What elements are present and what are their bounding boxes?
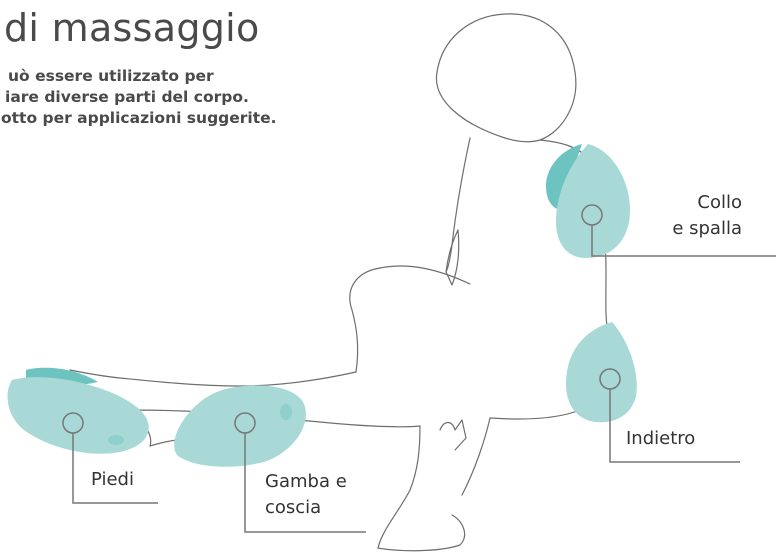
pad-back-icon bbox=[566, 322, 637, 423]
foot-outline bbox=[377, 514, 466, 552]
neck-leader-line bbox=[591, 225, 776, 257]
leg-label-line: coscia bbox=[265, 497, 322, 518]
intro-line: iare diverse parti del corpo. bbox=[5, 88, 249, 106]
hand-outline bbox=[439, 419, 467, 451]
pad-neck-back-icon bbox=[546, 144, 582, 210]
neck-shoulder-label: Collo e spalla bbox=[668, 190, 742, 242]
pad-leg-icon bbox=[174, 385, 306, 467]
feet-leader-line bbox=[72, 433, 158, 504]
thigh-outline bbox=[379, 265, 471, 285]
calf-outline bbox=[461, 417, 491, 496]
neck-label-line: Collo bbox=[697, 192, 742, 213]
leg-top-outline bbox=[69, 369, 357, 387]
pad-leg-dot-icon bbox=[280, 404, 292, 420]
head-outline bbox=[435, 13, 577, 143]
intro-line: otto per applicazioni suggerite. bbox=[1, 109, 277, 127]
shin-outline bbox=[377, 425, 421, 549]
intro-text: uò essere utilizzato per iare diverse pa… bbox=[0, 66, 277, 129]
leg-leader-line bbox=[244, 433, 366, 533]
leg-label-line: Gamba e bbox=[265, 471, 347, 492]
pad-feet-dot-icon bbox=[108, 435, 124, 445]
back-leader-line bbox=[609, 389, 740, 463]
markers bbox=[62, 204, 776, 533]
page-title: di massaggio bbox=[4, 6, 260, 50]
intro-line: uò essere utilizzato per bbox=[8, 67, 214, 85]
knee-outline bbox=[349, 267, 381, 373]
leg-thigh-label: Gamba e coscia bbox=[265, 469, 347, 521]
pads bbox=[7, 144, 637, 467]
pad-neck-icon bbox=[556, 144, 630, 258]
back-label: Indietro bbox=[626, 428, 696, 449]
chest-outline bbox=[445, 137, 471, 273]
pad-feet-icon bbox=[7, 377, 149, 454]
neck-label-line: e spalla bbox=[672, 218, 742, 239]
arm-outline bbox=[445, 229, 460, 286]
feet-label: Piedi bbox=[91, 469, 134, 490]
